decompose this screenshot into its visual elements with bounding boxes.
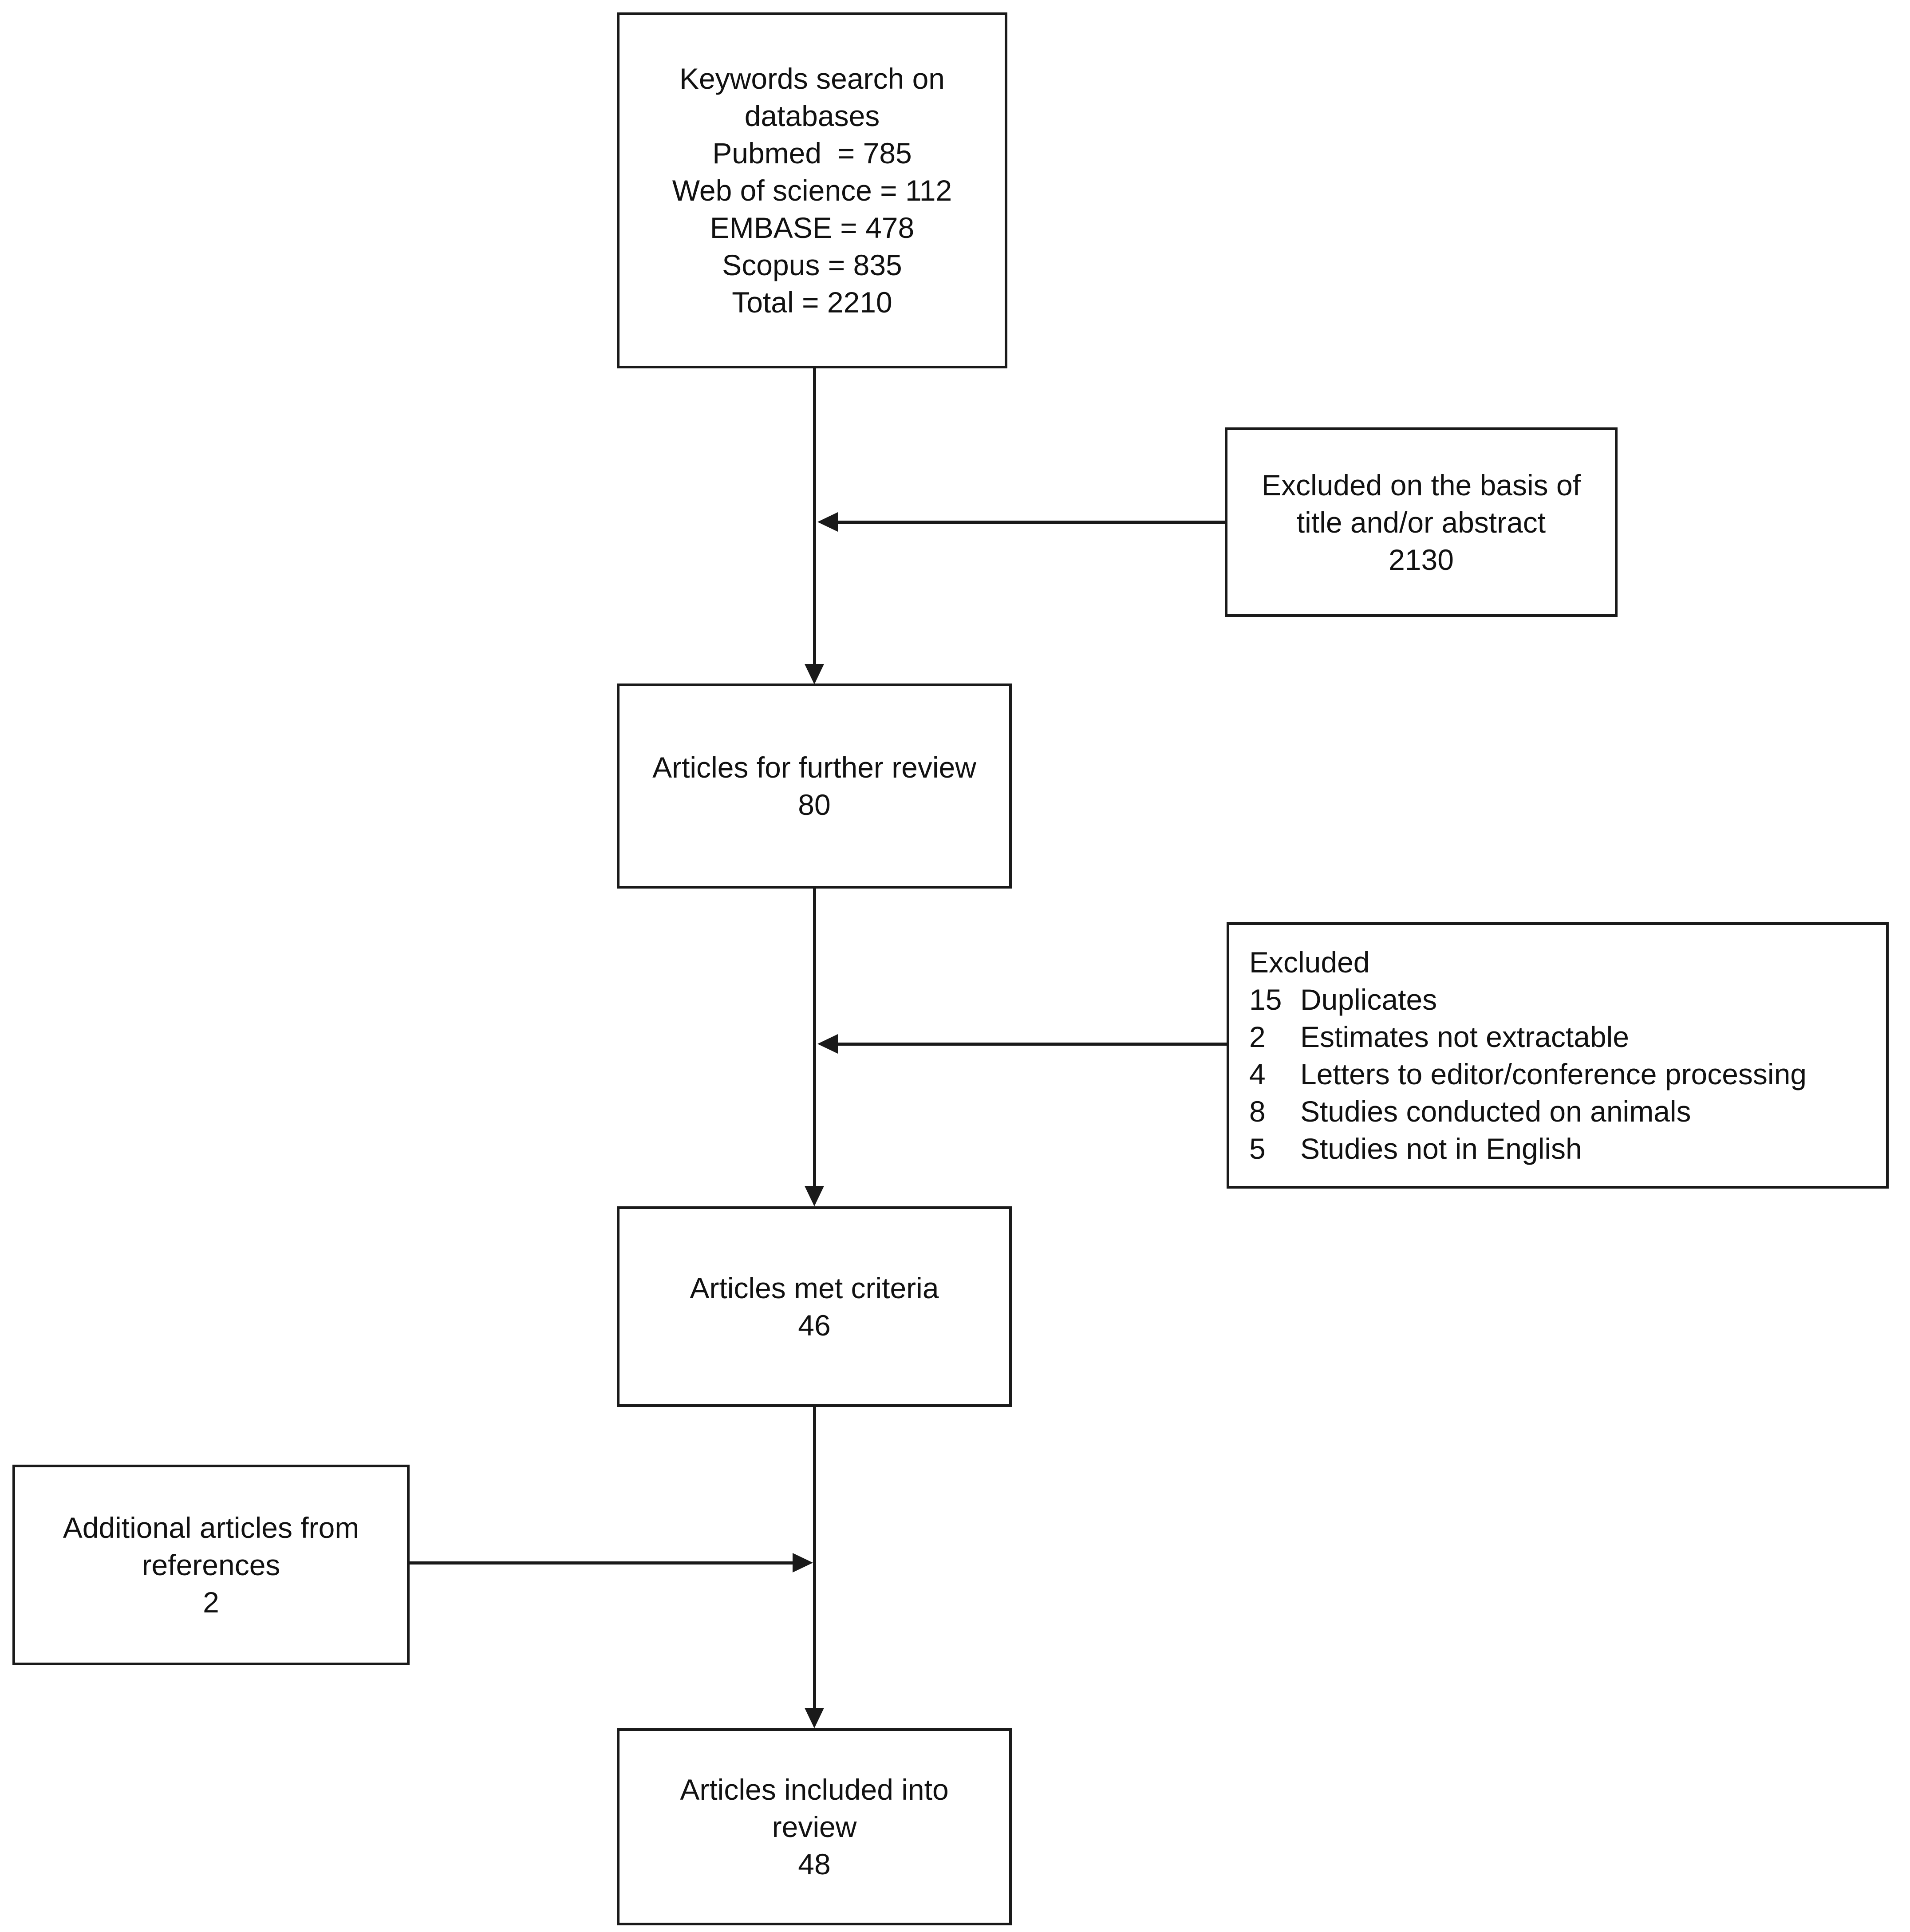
stat-scopus: Scopus = 835 bbox=[722, 249, 902, 281]
arrowhead-down-icon bbox=[805, 664, 824, 684]
included-review-count: 48 bbox=[798, 1848, 831, 1881]
additional-references-count: 2 bbox=[203, 1586, 219, 1619]
additional-references-box: Additional articles from references 2 bbox=[12, 1465, 410, 1665]
exclusion-item-not-english: 5 Studies not in English bbox=[1249, 1130, 1582, 1167]
connector-further-review-to-met-criteria bbox=[813, 889, 816, 1188]
excluded-title-abstract-count: 2130 bbox=[1389, 543, 1454, 576]
connector-met-criteria-to-included bbox=[813, 1407, 816, 1710]
exclusion-item-letters: 4 Letters to editor/conference processin… bbox=[1249, 1055, 1807, 1093]
exclusion-item-count: 2 bbox=[1249, 1020, 1266, 1053]
arrowhead-left-icon bbox=[817, 512, 838, 532]
stat-total: Total = 2210 bbox=[732, 286, 892, 319]
connector-additional-references bbox=[410, 1561, 793, 1565]
exclusion-reasons-header: Excluded bbox=[1249, 946, 1370, 979]
exclusion-item-label: Duplicates bbox=[1300, 983, 1437, 1016]
keywords-search-box: Keywords search on databases Pubmed = 78… bbox=[617, 12, 1007, 368]
further-review-count: 80 bbox=[798, 788, 831, 821]
met-criteria-box: Articles met criteria 46 bbox=[617, 1206, 1012, 1407]
arrowhead-down-icon bbox=[805, 1708, 824, 1728]
exclusion-item-duplicates: 15 Duplicates bbox=[1249, 981, 1437, 1018]
connector-keywords-to-further-review bbox=[813, 368, 816, 667]
exclusion-item-label: Estimates not extractable bbox=[1300, 1020, 1630, 1053]
stat-pubmed: Pubmed = 785 bbox=[712, 137, 912, 170]
exclusion-item-count: 4 bbox=[1249, 1058, 1266, 1090]
excluded-title-abstract-text: Excluded on the basis of title and/or ab… bbox=[1261, 468, 1581, 539]
exclusion-item-count: 5 bbox=[1249, 1132, 1266, 1165]
additional-references-label: Additional articles from references bbox=[63, 1511, 359, 1581]
connector-excluded-title-abstract bbox=[838, 521, 1225, 524]
stat-embase: EMBASE = 478 bbox=[710, 211, 915, 244]
exclusion-item-count: 15 bbox=[1249, 983, 1282, 1016]
keywords-search-title: Keywords search on databases bbox=[679, 62, 945, 132]
exclusion-item-animals: 8 Studies conducted on animals bbox=[1249, 1093, 1691, 1130]
further-review-box: Articles for further review 80 bbox=[617, 684, 1012, 889]
exclusion-item-estimates: 2 Estimates not extractable bbox=[1249, 1018, 1629, 1055]
arrowhead-right-icon bbox=[793, 1553, 813, 1572]
exclusion-reasons-box: Excluded 15 Duplicates 2 Estimates not e… bbox=[1227, 922, 1889, 1189]
arrowhead-down-icon bbox=[805, 1186, 824, 1206]
met-criteria-count: 46 bbox=[798, 1309, 831, 1342]
arrowhead-left-icon bbox=[817, 1034, 838, 1054]
exclusion-item-label: Letters to editor/conference processing bbox=[1300, 1058, 1807, 1090]
excluded-title-abstract-box: Excluded on the basis of title and/or ab… bbox=[1225, 427, 1618, 617]
exclusion-item-label: Studies conducted on animals bbox=[1300, 1095, 1691, 1128]
included-review-box: Articles included into review 48 bbox=[617, 1728, 1012, 1925]
exclusion-item-count: 8 bbox=[1249, 1095, 1266, 1128]
exclusion-item-label: Studies not in English bbox=[1300, 1132, 1582, 1165]
met-criteria-label: Articles met criteria bbox=[690, 1272, 939, 1304]
connector-exclusion-reasons bbox=[838, 1043, 1227, 1046]
included-review-label: Articles included into review bbox=[680, 1773, 949, 1843]
further-review-label: Articles for further review bbox=[652, 751, 976, 784]
stat-web-of-science: Web of science = 112 bbox=[672, 174, 952, 207]
